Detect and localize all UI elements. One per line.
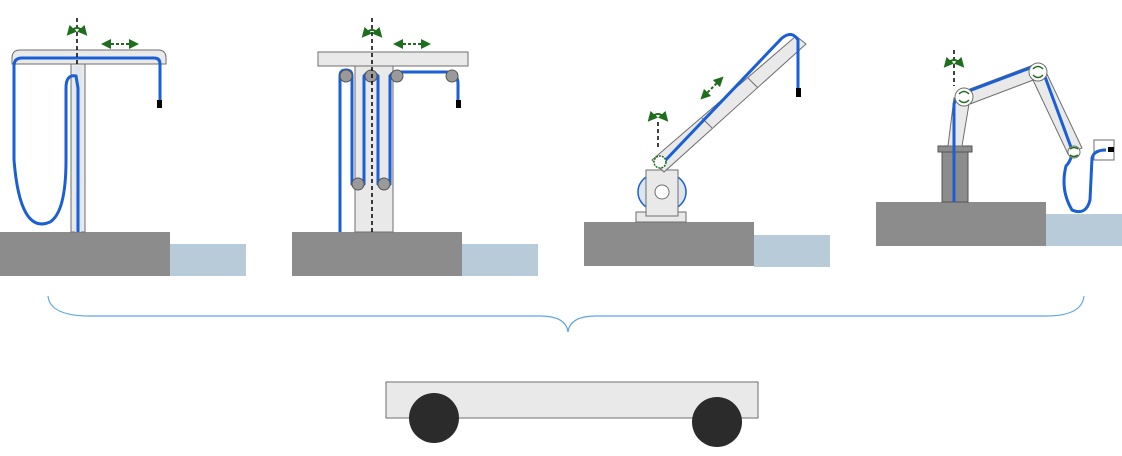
vehicle-icon [385, 381, 759, 447]
variant-t-boom-hose-loop [0, 18, 246, 276]
wheel-icon [692, 397, 742, 447]
pulley-icon [445, 69, 459, 83]
hose-nozzle [157, 100, 162, 108]
pulley-icon [339, 69, 353, 83]
variant-articulated-robot-arm [876, 50, 1122, 246]
pivot-joint [653, 155, 667, 169]
boom [317, 51, 469, 67]
ground-block [0, 232, 170, 276]
rotation-arrow-icon [943, 56, 965, 68]
shoulder-joint [954, 87, 974, 107]
water-surface [754, 235, 830, 267]
hose [12, 56, 162, 232]
curly-brace-icon [47, 295, 1085, 333]
pulley-set [339, 69, 459, 191]
hose [952, 65, 1107, 214]
rotation-arrow-icon [361, 26, 383, 38]
pulley-icon [377, 177, 391, 191]
hose-nozzle [1108, 147, 1114, 152]
wheel-icon [409, 393, 459, 443]
water-surface [1046, 214, 1122, 246]
ground-block [292, 232, 462, 276]
mast [354, 65, 394, 233]
elbow-joint [1028, 62, 1048, 82]
pulley-icon [364, 69, 378, 83]
rotation-arrow-icon [958, 90, 970, 104]
hose [658, 33, 800, 168]
hose-nozzle [796, 88, 801, 97]
ground-block [876, 202, 1046, 246]
water-surface [170, 244, 246, 276]
water-surface [462, 244, 538, 276]
hose-nozzle [456, 100, 461, 108]
turret-hub [654, 184, 670, 200]
boom-section-joint [747, 77, 759, 89]
rotation-arrow-icon [647, 110, 669, 122]
pulley-icon [390, 69, 404, 83]
ground-block [584, 222, 754, 266]
rotation-arrow-icon [1069, 146, 1079, 158]
variant-t-boom-with-pulleys [292, 18, 538, 276]
extension-arrow-icon [700, 76, 724, 100]
variant-telescopic-crane-arm [584, 33, 830, 267]
pulley-icon [351, 177, 365, 191]
rotation-arrow-icon [66, 24, 88, 36]
rotation-arrow-icon [1032, 65, 1044, 79]
